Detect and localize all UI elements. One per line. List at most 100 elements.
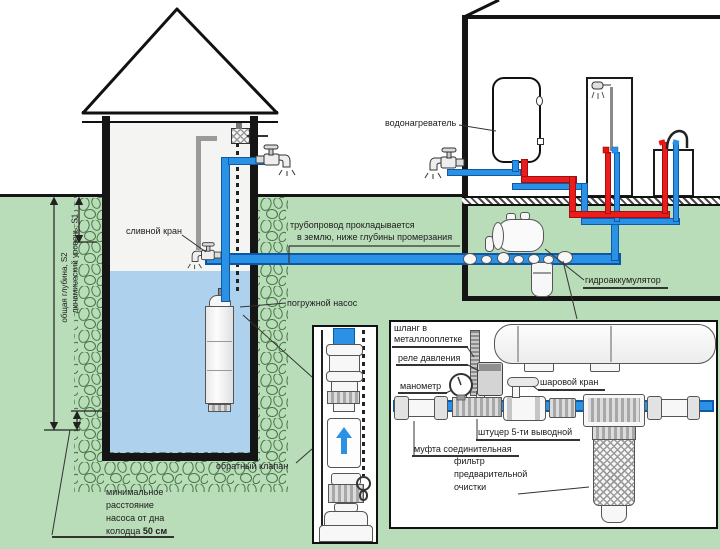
house-ceiling-line	[462, 15, 720, 19]
min-distance-label-l2: расстояние	[106, 500, 154, 510]
nipple-fitting	[549, 398, 576, 418]
sink-faucet	[665, 129, 689, 150]
manometer-underline	[398, 392, 447, 394]
leader-hose	[466, 346, 475, 358]
hydro-tank-seam2	[610, 326, 612, 362]
pipeline-note-line2: в землю, ниже глубины промерзания	[297, 232, 453, 242]
pressure-switch-label: реле давления	[398, 353, 461, 363]
pipe-fitting	[497, 252, 510, 264]
house-roof-stub	[463, 0, 500, 19]
inset-pump-cable	[321, 330, 323, 536]
five-way-fitting-label: штуцер 5-ти выводной	[478, 427, 573, 437]
ball-valve-label: шаровой кран	[540, 377, 599, 387]
heater-thermostat	[536, 96, 543, 106]
leader-ball-valve	[532, 385, 539, 391]
leader-pump-inset	[242, 314, 313, 378]
pressure-switch-underline	[396, 364, 468, 366]
well-bottom	[102, 453, 258, 461]
inset-safety-rope	[362, 330, 365, 476]
check-valve-label: обратный клапан	[216, 461, 289, 471]
hose-label-l2: металлооплетке	[394, 334, 463, 344]
five-way-underline	[476, 439, 580, 441]
min-distance-underline	[52, 536, 174, 538]
hose-underline	[392, 346, 468, 348]
ball-valve-ring2	[535, 397, 540, 420]
leader-heater	[458, 124, 497, 132]
drain-tap-glyph	[187, 242, 222, 270]
shower-mixer-hot	[602, 146, 610, 154]
coupling-left-nut2	[434, 396, 448, 420]
min-distance-label-l4: колодца 50 см	[106, 526, 167, 536]
house-wall-left	[462, 15, 468, 301]
sink-hot-valve	[658, 139, 666, 146]
filter-label-l2: предварительной	[454, 469, 528, 479]
water-heater-label: водонагреватель	[385, 118, 457, 128]
dim-dynamic-level-label: динамический уровень, S1	[70, 213, 80, 314]
filter-label-l3: очистки	[454, 482, 487, 492]
pump-seam-2	[207, 370, 232, 371]
hot-underfloor-pipe	[569, 211, 670, 218]
submersible-pump-body	[205, 306, 234, 404]
leader-switch	[467, 364, 480, 372]
house-floor	[462, 196, 720, 206]
dim-total-depth-label: общая глубина, S2	[60, 252, 69, 323]
hydro-tank	[494, 324, 716, 364]
house-outdoor-tap	[424, 147, 465, 180]
min-distance-label-l3: насоса от дна	[106, 513, 165, 523]
rope-shackle	[359, 490, 368, 501]
submersible-pump-label: погружной насос	[287, 298, 358, 308]
leader-manometer	[445, 389, 453, 394]
pipe-fitting	[543, 255, 554, 264]
check-valve-arrow-head	[336, 427, 352, 438]
coupling-underline	[412, 455, 519, 457]
shower-pipe	[610, 87, 613, 151]
cold-line-tap	[447, 169, 521, 176]
well-roof	[81, 7, 279, 115]
ball-valve-handle	[507, 377, 539, 387]
heater-valve-box	[537, 138, 544, 145]
leader-hydro-label	[544, 248, 585, 281]
fitting-ring	[333, 403, 355, 412]
basement-filter	[531, 262, 553, 297]
hose-label-l1: шланг в	[394, 323, 428, 333]
filter-head-ribs	[588, 398, 640, 422]
min-distance-value: 50 см	[142, 526, 168, 536]
basement-filter-band	[533, 272, 551, 274]
drain-standpipe	[196, 136, 201, 250]
leader-filter	[517, 486, 590, 495]
sink-cold-valve	[672, 139, 680, 146]
basement-tank	[497, 219, 544, 252]
hydro-tank-seam1	[517, 326, 519, 362]
check-valve-arrow-stem	[341, 437, 347, 454]
shower-head-icon	[591, 81, 604, 90]
well-wall-right	[250, 116, 258, 460]
shower-mixer-cold	[611, 146, 619, 154]
hot-line-indoor	[521, 176, 577, 183]
pump-intake	[208, 404, 231, 412]
basement-bottom-line	[462, 296, 720, 301]
filter-bowl	[593, 439, 635, 506]
rope-anchor-bolt	[236, 123, 242, 129]
leader-50cm	[51, 429, 71, 536]
pipe-fitting	[463, 253, 477, 265]
filter-label-l1: фильтр	[454, 456, 485, 466]
heater-cold-inlet	[512, 160, 519, 172]
water-heater-tank	[492, 77, 541, 163]
ball-valve-underline	[538, 389, 605, 391]
ground-line-left	[0, 194, 104, 197]
pipe-fitting	[528, 254, 540, 264]
cold-underfloor-pipe	[581, 218, 680, 225]
well-outdoor-tap	[255, 144, 296, 177]
safety-rope	[236, 143, 239, 293]
leader-pump-label	[239, 302, 287, 308]
min-distance-label-l1: минимальное	[106, 487, 164, 497]
drain-standpipe-bend	[196, 136, 217, 141]
coupling-right-nut2	[687, 396, 700, 420]
pump-seam-1	[207, 341, 232, 342]
pipe-fitting	[513, 255, 524, 264]
leader-check-valve	[295, 448, 313, 464]
pressure-switch-top	[479, 364, 501, 371]
hydroaccumulator-underline	[583, 287, 668, 289]
